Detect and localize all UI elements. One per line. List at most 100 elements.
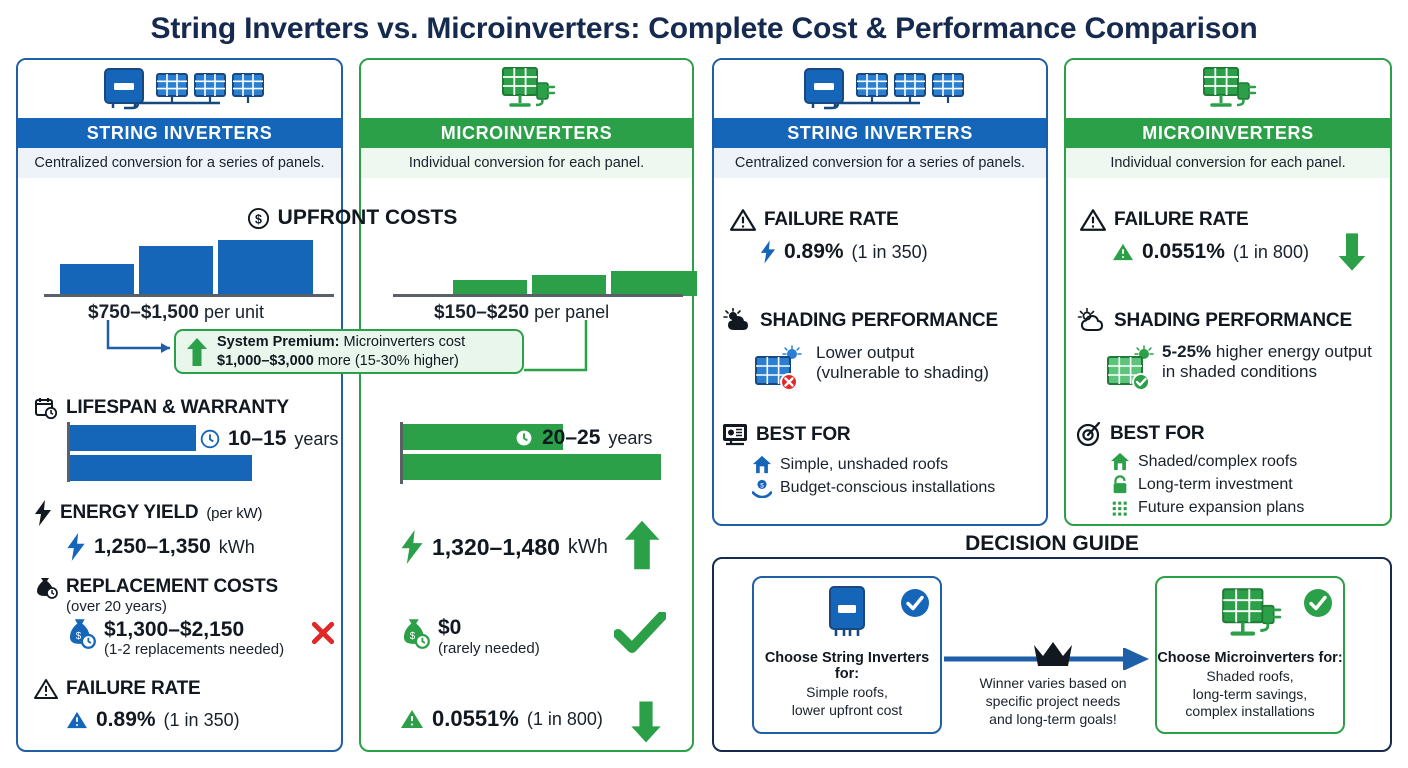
bolt-icon [400, 530, 424, 564]
microinverter-icon [1203, 67, 1257, 107]
shading-string-text: Lower output (vulnerable to shading) [816, 343, 989, 383]
down-arrow-icon [1337, 232, 1367, 272]
clock-icon [514, 428, 534, 448]
svg-text:$: $ [76, 631, 82, 642]
hand-coin-icon: $ [752, 478, 772, 498]
energy-string-value-row: 1,250–1,350 kWh [66, 533, 255, 561]
lifespan-string-value-row: 10–15 years [200, 427, 338, 451]
microinverter-illustration [361, 60, 692, 118]
string-inverter-box-illustration [754, 578, 940, 650]
upfront-micro-label: $150–$250 per panel [434, 302, 609, 324]
chart-baseline-string [44, 294, 334, 297]
failure-micro-value-row-left: 0.0551% (1 in 800) [400, 706, 603, 732]
bolt-icon [66, 533, 86, 561]
target-icon [1076, 421, 1102, 447]
microinverter-illustration-3 [1157, 578, 1343, 650]
lifespan-micro-value: 20–25 [542, 426, 601, 449]
bolt-icon [34, 500, 52, 526]
calendar-clock-icon [34, 396, 58, 420]
list-item-label: Budget-conscious installations [780, 479, 996, 496]
upfront-micro-value: $150–$250 [434, 302, 530, 323]
failure-micro-note: (1 in 800) [1232, 241, 1309, 262]
panel-subtitle-string-left: Centralized conversion for a series of p… [18, 148, 341, 178]
dollar-circle-icon: $ [247, 207, 270, 230]
best-for-heading-string: BEST FOR [722, 423, 851, 447]
red-x-icon [310, 620, 336, 646]
replacement-heading-sub-string: (over 20 years) [66, 598, 167, 615]
up-arrow-icon [186, 337, 208, 367]
connector-string-to-callout [106, 320, 170, 353]
bar-lifespan-string-low [70, 425, 196, 451]
replacement-string-value: $1,300–$2,150 [104, 618, 245, 641]
shading-micro-line2: in shaded conditions [1162, 362, 1318, 381]
lifespan-heading-text: LIFESPAN & WARRANTY [66, 397, 289, 418]
replacement-micro-note: (rarely needed) [438, 640, 540, 657]
energy-string-unit: kWh [218, 536, 255, 557]
failure-micro-value: 0.0551% [432, 706, 519, 731]
decision-card-micro-head: Choose Microinverters for: [1157, 650, 1343, 666]
money-bag-icon: $ [400, 618, 430, 650]
warning-triangle-icon [34, 678, 58, 700]
string-inverter-icon [103, 68, 264, 110]
monitor-report-icon [722, 423, 748, 447]
decision-card-string-head: Choose String Inverters for: [764, 650, 930, 682]
decision-guide-title-wrap: DECISION GUIDE [712, 532, 1392, 556]
house-icon [1110, 452, 1130, 472]
system-premium-label: System Premium: [217, 334, 340, 351]
bar-lifespan-micro-high [403, 454, 661, 480]
list-item: Simple, unshaded roofs [752, 455, 995, 475]
shading-heading-micro: SHADING PERFORMANCE [1076, 308, 1352, 334]
lifespan-heading-string: LIFESPAN & WARRANTY [34, 396, 289, 420]
microinverter-icon [1222, 588, 1282, 636]
shading-heading-text: SHADING PERFORMANCE [1114, 310, 1352, 331]
decision-card-string-body: Simple roofs, lower upfront cost [791, 684, 903, 718]
failure-string-note: (1 in 350) [163, 709, 240, 730]
chart-upfront-string [60, 240, 313, 296]
svg-text:$: $ [760, 483, 764, 490]
clock-icon [200, 429, 220, 449]
decision-card-micro-body: Shaded roofs, long-term savings, complex… [1185, 668, 1315, 719]
microinverter-icon [501, 67, 555, 107]
replacement-heading-string: REPLACEMENT COSTS [34, 575, 278, 599]
list-item: $ Budget-conscious installations [752, 478, 995, 498]
failure-heading-string-left: FAILURE RATE [34, 678, 201, 700]
panel-subtitle-micro-right: Individual conversion for each panel. [1066, 148, 1390, 178]
shading-string-line1: Lower output [816, 343, 915, 362]
failure-micro-value: 0.0551% [1142, 240, 1225, 263]
shading-heading-text: SHADING PERFORMANCE [760, 310, 998, 331]
chart-axis-lifespan-micro [400, 422, 403, 484]
list-item: Long-term investment [1110, 475, 1304, 495]
bar-micro-low [453, 280, 527, 296]
shading-micro-line1: higher energy output [1211, 342, 1372, 361]
warning-triangle-icon [1080, 208, 1106, 232]
lifespan-micro-value-row: 20–25 years [514, 426, 652, 450]
house-icon [752, 455, 772, 475]
failure-micro-note: (1 in 800) [526, 708, 603, 729]
upfront-string-value: $750–$1,500 [88, 302, 199, 323]
panel-microinverters-right: MICROINVERTERS Individual conversion for… [1064, 58, 1392, 526]
failure-heading-micro-right: FAILURE RATE [1080, 208, 1249, 232]
up-arrow-icon [622, 519, 662, 571]
decision-middle-text: Winner varies based on specific project … [979, 675, 1127, 727]
money-bag-clock-icon [34, 575, 58, 599]
energy-string-value: 1,250–1,350 [94, 535, 211, 558]
failure-heading-text: FAILURE RATE [1114, 209, 1249, 230]
bar-string-high [218, 240, 313, 296]
lifespan-string-unit: years [294, 428, 339, 449]
upfront-micro-unit: per panel [534, 302, 610, 322]
string-inverter-illustration [18, 60, 341, 118]
failure-string-value: 0.89% [96, 708, 156, 731]
svg-text:$: $ [255, 212, 262, 226]
list-item-label: Future expansion plans [1138, 499, 1305, 516]
list-item-label: Simple, unshaded roofs [780, 456, 949, 473]
system-premium-line1: Microinverters cost [339, 334, 466, 351]
bar-string-mid [139, 246, 213, 296]
check-badge-icon [1303, 588, 1333, 623]
green-check-icon [614, 612, 666, 656]
panel-subtitle-string-right: Centralized conversion for a series of p… [714, 148, 1046, 178]
energy-heading-sub: (per kW) [206, 504, 263, 522]
system-premium-callout: System Premium: Microinverters cost $1,0… [174, 329, 524, 374]
decision-guide-container [712, 557, 1392, 752]
failure-string-value: 0.89% [784, 240, 844, 263]
microinverter-illustration-2 [1066, 60, 1390, 118]
